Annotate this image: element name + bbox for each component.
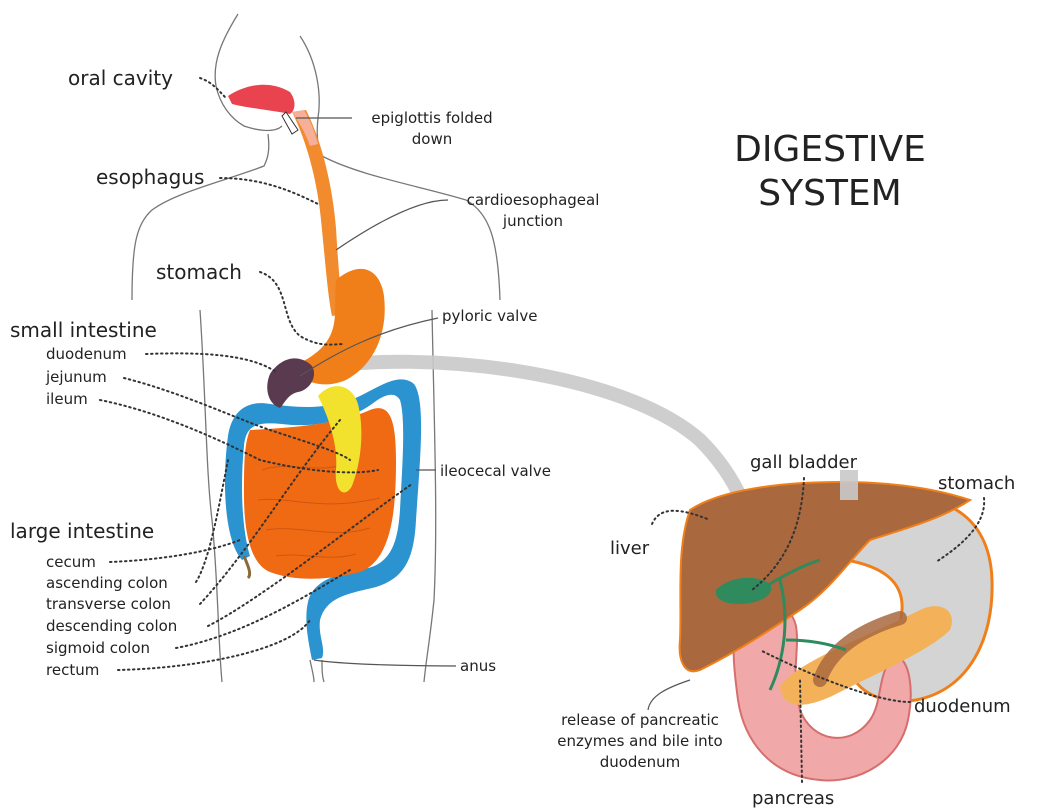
label-pyloric-valve: pyloric valve (442, 307, 537, 325)
label-transverse-colon: transverse colon (46, 595, 171, 613)
label-ascending-colon: ascending colon (46, 574, 168, 592)
label-stomach: stomach (156, 260, 242, 284)
title-line-1: DIGESTIVE (700, 128, 960, 172)
label-ileocecal-valve: ileocecal valve (440, 462, 551, 480)
label-sigmoid-colon: sigmoid colon (46, 639, 150, 657)
label-oral-cavity: oral cavity (68, 66, 173, 90)
label-inset-release: release of pancreatic enzymes and bile i… (540, 710, 740, 773)
label-cecum: cecum (46, 553, 96, 571)
label-small-intestine: small intestine (10, 318, 157, 342)
label-rectum: rectum (46, 661, 99, 679)
label-esophagus: esophagus (96, 165, 204, 189)
label-large-intestine: large intestine (10, 519, 154, 543)
label-duodenum: duodenum (46, 345, 127, 363)
diagram-title: DIGESTIVE SYSTEM (700, 128, 960, 216)
label-cardioesophageal: cardioesophageal junction (448, 190, 618, 232)
label-anus: anus (460, 657, 496, 675)
duodenum-shape (267, 358, 314, 408)
label-inset-gall-bladder: gall bladder (750, 452, 857, 473)
title-line-2: SYSTEM (700, 172, 960, 216)
small-intestine-shape (244, 408, 396, 579)
mouth-shape (228, 85, 295, 114)
label-inset-liver: liver (610, 538, 649, 559)
label-jejunum: jejunum (46, 368, 107, 386)
label-inset-duodenum: duodenum (914, 696, 1011, 717)
label-epiglottis: epiglottis folded down (352, 108, 512, 150)
label-descending-colon: descending colon (46, 617, 177, 635)
label-inset-pancreas: pancreas (752, 788, 834, 809)
label-ileum: ileum (46, 390, 88, 408)
label-inset-stomach: stomach (938, 473, 1015, 494)
